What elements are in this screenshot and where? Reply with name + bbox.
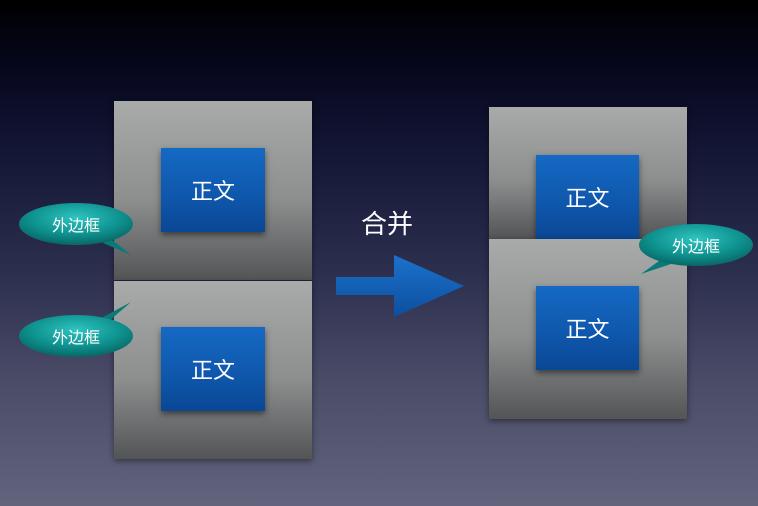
body-label: 正文 — [565, 318, 610, 343]
body-label: 正文 — [190, 359, 235, 384]
right-body-box-top: 正文 — [536, 155, 639, 239]
callout-bubble-shape — [639, 224, 753, 274]
body-label: 正文 — [190, 180, 235, 205]
merge-label: 合并 — [360, 210, 413, 240]
left-callout-top: 外边框 — [19, 203, 133, 255]
merge-arrow-icon — [336, 255, 464, 317]
left-callout-bottom: 外边框 — [19, 302, 133, 357]
right-callout: 外边框 — [639, 224, 753, 274]
body-label: 正文 — [565, 187, 610, 212]
callout-bubble-shape — [19, 302, 133, 357]
callout-label: 外边框 — [51, 328, 100, 347]
callout-bubble-shape — [19, 203, 133, 255]
callout-label: 外边框 — [51, 216, 100, 235]
left-body-box-bottom: 正文 — [161, 327, 265, 411]
left-body-box-top: 正文 — [161, 148, 265, 232]
right-body-box-bottom: 正文 — [536, 286, 639, 370]
callout-label: 外边框 — [671, 237, 720, 256]
